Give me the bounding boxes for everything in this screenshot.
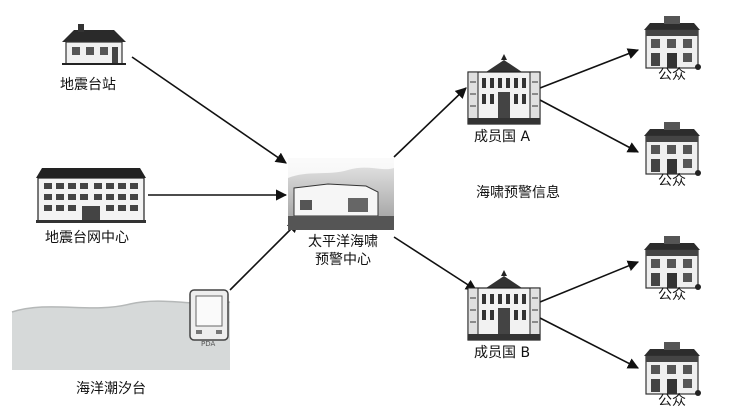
- seismic-network-center-icon: [36, 168, 146, 223]
- arrow-a-to-public-2: [539, 99, 639, 153]
- pacific-warning-center-icon: [288, 158, 394, 230]
- label-center-line2: 预警中心: [315, 252, 371, 268]
- label-member-a: 成员国 A: [474, 129, 531, 145]
- label-public-1: 公众: [658, 67, 686, 83]
- public-house-icon-4: [643, 341, 702, 397]
- label-public-4: 公众: [658, 393, 686, 409]
- arrow-station-to-center: [131, 56, 287, 164]
- arrow-center-to-member-a: [393, 87, 467, 158]
- seismic-station-icon: [62, 24, 126, 65]
- flow-arrows: [131, 48, 640, 369]
- member-b-building-icon: [467, 269, 541, 341]
- public-house-icon-2: [643, 121, 702, 177]
- arrow-b-to-public-3: [539, 260, 640, 303]
- pda-tag: PDA: [201, 340, 216, 348]
- label-center-line1: 太平洋海啸: [308, 234, 378, 250]
- public-house-icon-3: [643, 235, 702, 291]
- label-warning-info: 海啸预警信息: [476, 185, 560, 201]
- public-house-icon-1: [643, 15, 702, 71]
- member-a-building-icon: [467, 53, 541, 125]
- arrow-b-to-public-4: [539, 317, 639, 369]
- arrow-center-to-member-b: [393, 236, 477, 291]
- label-tide-station: 海洋潮汐台: [76, 381, 146, 397]
- label-member-b: 成员国 B: [474, 345, 531, 361]
- label-seismic-network-center: 地震台网中心: [45, 230, 129, 246]
- arrow-tide-to-center: [229, 221, 299, 291]
- label-public-3: 公众: [658, 287, 686, 303]
- label-public-2: 公众: [658, 173, 686, 189]
- label-seismic-station: 地震台站: [60, 77, 116, 93]
- pda-icon: [189, 289, 229, 341]
- arrow-a-to-public-1: [539, 48, 640, 89]
